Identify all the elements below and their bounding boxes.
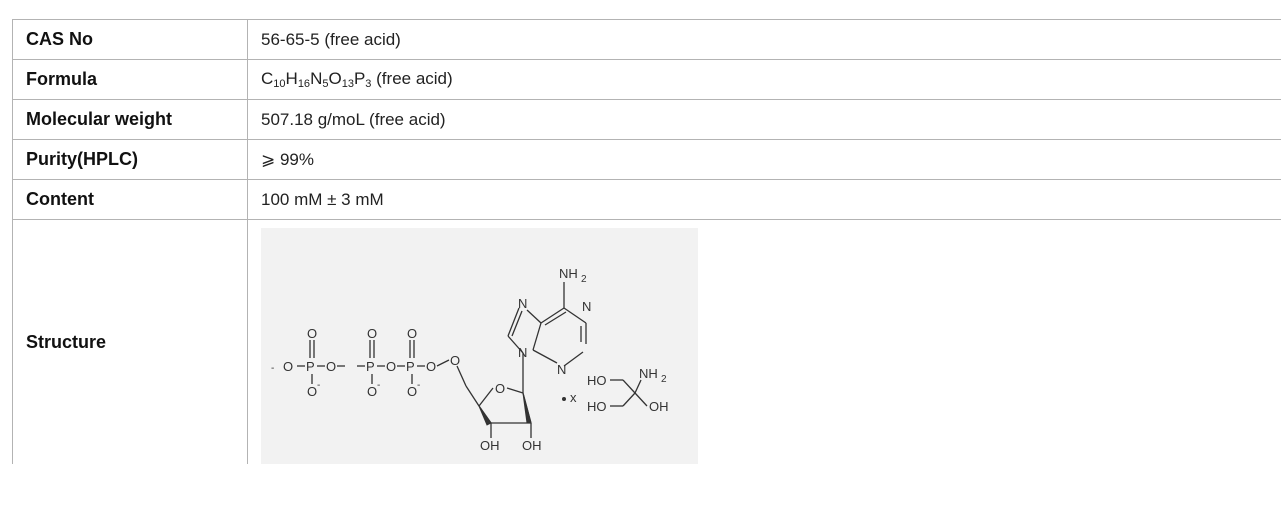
spec-label: Formula bbox=[12, 59, 248, 100]
atom-label: O bbox=[307, 326, 317, 341]
atom-label: OH bbox=[522, 438, 542, 453]
atom-label: O bbox=[407, 326, 417, 341]
atom-label: O bbox=[495, 381, 505, 396]
spec-label: Content bbox=[12, 179, 248, 220]
spec-label: Structure bbox=[12, 219, 248, 464]
formula-part: N bbox=[310, 69, 323, 88]
spec-row-purity: Purity(HPLC) ⩾ 99% bbox=[12, 139, 1281, 180]
charge-label: - bbox=[317, 380, 320, 391]
chemical-structure-image: - O P O P O P O O O O O O - O - O bbox=[261, 228, 698, 464]
spec-label: CAS No bbox=[12, 19, 248, 60]
formula-subscript: 16 bbox=[297, 78, 311, 90]
atom-label: N bbox=[518, 296, 527, 311]
atom-label: N bbox=[557, 362, 566, 377]
formula-part: C bbox=[261, 69, 274, 88]
spec-row-content: Content 100 mM ± 3 mM bbox=[12, 179, 1281, 220]
formula-subscript: 13 bbox=[341, 78, 354, 90]
formula-part: H bbox=[285, 69, 298, 88]
atom-subscript: 2 bbox=[661, 374, 667, 385]
atom-label: P bbox=[306, 359, 315, 374]
charge-label: - bbox=[417, 380, 420, 391]
spec-row-formula: Formula C10H16N5O13P3 (free acid) bbox=[12, 59, 1281, 100]
salt-dot bbox=[562, 397, 566, 401]
atom-label: O bbox=[386, 359, 396, 374]
charge-label: - bbox=[271, 363, 274, 374]
atom-label: N bbox=[518, 345, 527, 360]
formula-subscript: 5 bbox=[322, 78, 329, 90]
formula-subscript: 3 bbox=[365, 78, 372, 90]
atom-label: O bbox=[326, 359, 336, 374]
spec-value: 100 mM ± 3 mM bbox=[247, 179, 1281, 220]
atom-subscript: 2 bbox=[581, 274, 587, 285]
formula-part: P bbox=[353, 69, 366, 88]
atom-label: O bbox=[407, 384, 417, 399]
atom-label: NH bbox=[639, 366, 658, 381]
spec-row-cas: CAS No 56-65-5 (free acid) bbox=[12, 19, 1281, 60]
atom-label: OH bbox=[480, 438, 500, 453]
spec-value: 507.18 g/moL (free acid) bbox=[247, 99, 1281, 140]
spec-value: 56-65-5 (free acid) bbox=[247, 19, 1281, 60]
atom-label: O bbox=[450, 353, 460, 368]
spec-row-molecular-weight: Molecular weight 507.18 g/moL (free acid… bbox=[12, 99, 1281, 140]
formula-subscript: 10 bbox=[273, 78, 286, 90]
atom-label: O bbox=[307, 384, 317, 399]
structure-cell: - O P O P O P O O O O O O - O - O bbox=[247, 219, 1281, 464]
atom-label: HO bbox=[587, 373, 607, 388]
atom-label: O bbox=[367, 384, 377, 399]
spec-value: ⩾ 99% bbox=[247, 139, 1281, 180]
molecule-diagram: - O P O P O P O O O O O O - O - O bbox=[271, 266, 669, 453]
atom-label: OH bbox=[649, 399, 669, 414]
atom-label: NH bbox=[559, 266, 578, 281]
spec-label: Purity(HPLC) bbox=[12, 139, 248, 180]
atom-label: HO bbox=[587, 399, 607, 414]
atom-label: P bbox=[406, 359, 415, 374]
atom-label: P bbox=[366, 359, 375, 374]
charge-label: - bbox=[377, 380, 380, 391]
atom-label: O bbox=[367, 326, 377, 341]
formula-value: C10H16N5O13P3 (free acid) bbox=[247, 59, 1281, 100]
atom-label: O bbox=[283, 359, 293, 374]
formula-part: O bbox=[328, 69, 342, 88]
spec-row-structure: Structure bbox=[12, 219, 1281, 464]
atom-label: N bbox=[582, 299, 591, 314]
formula-suffix: (free acid) bbox=[371, 69, 453, 88]
atom-label: O bbox=[426, 359, 436, 374]
spec-table: CAS No 56-65-5 (free acid) Formula C10H1… bbox=[12, 19, 1281, 464]
salt-multiplier: x bbox=[570, 390, 577, 405]
spec-label: Molecular weight bbox=[12, 99, 248, 140]
